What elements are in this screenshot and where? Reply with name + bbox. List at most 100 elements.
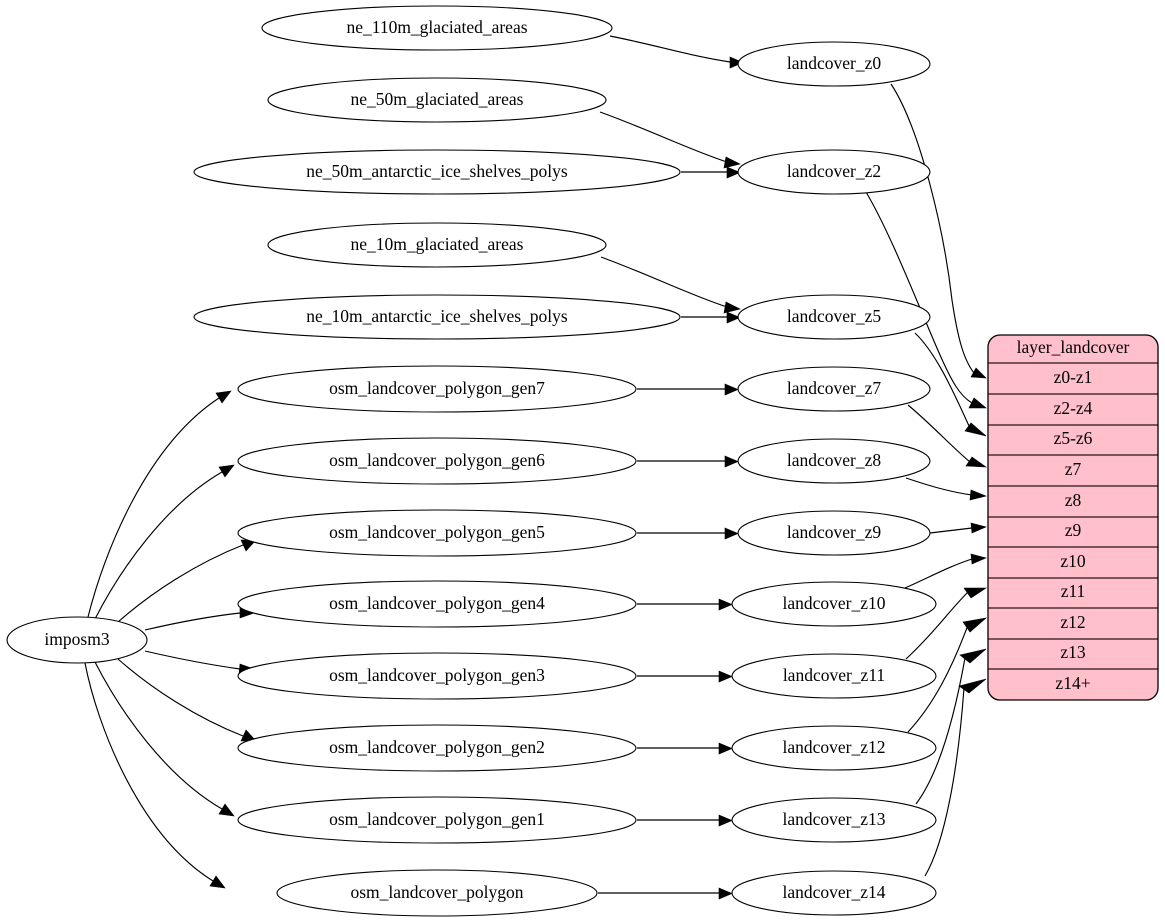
- edge-imposm3-to-gen3: [144, 650, 241, 670]
- arrow-head-icon: [718, 670, 733, 683]
- node-label: imposm3: [44, 629, 109, 649]
- edges-layer: [84, 35, 988, 900]
- node-ne-10m-antarctic-ice-shelves-polys[interactable]: ne_10m_antarctic_ice_shelves_polys: [193, 294, 681, 340]
- table-row-z7[interactable]: z7: [1065, 459, 1082, 479]
- table-row-z13[interactable]: z13: [1060, 642, 1086, 662]
- node-label: landcover_z8: [787, 450, 882, 470]
- arrow-head-icon: [958, 678, 987, 694]
- edge-imposm3-to-polygon: [84, 662, 214, 882]
- node-landcover-z0[interactable]: landcover_z0: [737, 41, 931, 87]
- node-landcover-z11[interactable]: landcover_z11: [731, 653, 937, 699]
- node-label: ne_110m_glaciated_areas: [346, 17, 527, 37]
- table-row-z12[interactable]: z12: [1060, 612, 1085, 632]
- arrow-head-icon: [723, 156, 741, 169]
- node-label: landcover_z12: [782, 737, 885, 757]
- node-osm-landcover-polygon[interactable]: osm_landcover_polygon: [276, 869, 598, 917]
- node-osm-landcover-polygon-gen1[interactable]: osm_landcover_polygon_gen1: [237, 796, 637, 844]
- node-label: osm_landcover_polygon_gen7: [329, 378, 545, 398]
- node-osm-landcover-polygon-gen5[interactable]: osm_landcover_polygon_gen5: [237, 509, 637, 557]
- arrow-head-icon: [726, 166, 741, 179]
- edge-imposm3-to-gen7: [87, 397, 220, 618]
- node-landcover-z7[interactable]: landcover_z7: [737, 366, 931, 412]
- table-row-z9[interactable]: z9: [1065, 520, 1082, 540]
- node-landcover-z13[interactable]: landcover_z13: [731, 797, 937, 843]
- node-landcover-z9[interactable]: landcover_z9: [737, 510, 931, 556]
- edge-ne10mglac-to-z5: [600, 256, 728, 308]
- arrow-head-icon: [724, 383, 739, 396]
- arrow-head-icon: [209, 875, 226, 889]
- arrow-head-icon: [218, 464, 235, 478]
- edge-ne50mglac-to-z2: [599, 111, 728, 163]
- node-osm-landcover-polygon-gen6[interactable]: osm_landcover_polygon_gen6: [237, 437, 637, 485]
- node-ne-10m-glaciated-areas[interactable]: ne_10m_glaciated_areas: [267, 222, 607, 268]
- node-label: landcover_z0: [787, 53, 882, 73]
- node-osm-landcover-polygon-gen3[interactable]: osm_landcover_polygon_gen3: [237, 652, 637, 700]
- node-osm-landcover-polygon-gen2[interactable]: osm_landcover_polygon_gen2: [237, 724, 637, 772]
- node-label: ne_10m_antarctic_ice_shelves_polys: [306, 306, 568, 326]
- node-label: landcover_z7: [787, 378, 882, 398]
- edge-ne110m-to-z0: [609, 35, 731, 63]
- edge-z8-to-row-z8: [905, 477, 973, 496]
- arrow-head-icon: [968, 397, 987, 409]
- table-row-z14-plus[interactable]: z14+: [1055, 673, 1090, 693]
- arrow-head-icon: [724, 455, 739, 468]
- arrow-head-icon: [965, 456, 988, 468]
- arrow-head-icon: [723, 301, 741, 314]
- node-label: osm_landcover_polygon_gen6: [329, 450, 545, 470]
- node-label: landcover_z13: [782, 809, 885, 829]
- node-imposm3[interactable]: imposm3: [6, 616, 148, 664]
- node-landcover-z12[interactable]: landcover_z12: [731, 725, 937, 771]
- edge-z9-to-row-z9: [929, 527, 973, 534]
- table-row-z0-z1[interactable]: z0-z1: [1054, 367, 1093, 387]
- node-landcover-z2[interactable]: landcover_z2: [737, 149, 931, 195]
- table-row-z5-z6[interactable]: z5-z6: [1054, 428, 1093, 448]
- arrow-head-icon: [718, 742, 733, 755]
- table-row-z2-z4[interactable]: z2-z4: [1054, 398, 1093, 418]
- node-landcover-z8[interactable]: landcover_z8: [737, 438, 931, 484]
- table-row-separators: [988, 362, 1158, 670]
- node-label: landcover_z2: [787, 161, 881, 181]
- edge-imposm3-to-gen2: [117, 658, 244, 737]
- node-label: osm_landcover_polygon_gen1: [329, 809, 545, 829]
- node-landcover-z14[interactable]: landcover_z14: [731, 870, 937, 916]
- node-label: ne_10m_glaciated_areas: [351, 234, 524, 254]
- node-landcover-z10[interactable]: landcover_z10: [731, 581, 937, 627]
- arrow-head-icon: [959, 648, 987, 664]
- node-label: osm_landcover_polygon_gen3: [329, 665, 545, 685]
- edge-imposm3-to-gen4: [144, 612, 241, 631]
- edge-imposm3-to-gen6: [94, 471, 223, 620]
- arrow-head-icon: [970, 522, 987, 534]
- node-ne-50m-glaciated-areas[interactable]: ne_50m_glaciated_areas: [267, 77, 607, 123]
- node-ne-50m-antarctic-ice-shelves-polys[interactable]: ne_50m_antarctic_ice_shelves_polys: [193, 149, 681, 195]
- node-osm-landcover-polygon-gen7[interactable]: osm_landcover_polygon_gen7: [237, 365, 637, 413]
- node-label: landcover_z11: [783, 665, 885, 685]
- edge-z0-to-row-z0z1: [890, 83, 975, 374]
- source-nodes-group: ne_110m_glaciated_areas ne_50m_glaciated…: [193, 5, 681, 917]
- edge-z11-to-row-z11: [905, 591, 969, 660]
- node-label: osm_landcover_polygon: [350, 882, 523, 902]
- node-label: ne_50m_glaciated_areas: [351, 89, 524, 109]
- table-row-z10[interactable]: z10: [1060, 551, 1086, 571]
- node-label: landcover_z9: [787, 522, 882, 542]
- arrow-head-icon: [726, 311, 741, 324]
- table-header-label: layer_landcover: [1017, 337, 1130, 357]
- node-ne-110m-glaciated-areas[interactable]: ne_110m_glaciated_areas: [261, 5, 613, 51]
- layer-landcover-table[interactable]: layer_landcover z0-z1 z2-z4 z5-z6 z7 z8 …: [987, 334, 1159, 701]
- edge-z5-to-row-z5z6: [914, 332, 971, 429]
- arrow-head-icon: [215, 390, 232, 404]
- arrow-head-icon: [729, 56, 744, 69]
- arrow-head-icon: [969, 489, 987, 501]
- node-landcover-z5[interactable]: landcover_z5: [737, 294, 931, 340]
- node-osm-landcover-polygon-gen4[interactable]: osm_landcover_polygon_gen4: [237, 580, 637, 628]
- edge-z12-to-row-z12: [907, 624, 969, 733]
- edge-imposm3-to-gen1: [94, 661, 223, 810]
- table-row-z8[interactable]: z8: [1065, 490, 1082, 510]
- table-row-z11[interactable]: z11: [1061, 581, 1086, 601]
- node-label: landcover_z14: [782, 882, 885, 902]
- edge-imposm3-to-gen5: [117, 544, 244, 623]
- layer-nodes-group: landcover_z0 landcover_z2 landcover_z5 l…: [731, 41, 937, 916]
- node-label: ne_50m_antarctic_ice_shelves_polys: [306, 161, 568, 181]
- arrow-head-icon: [964, 422, 987, 437]
- arrow-head-icon: [970, 367, 987, 379]
